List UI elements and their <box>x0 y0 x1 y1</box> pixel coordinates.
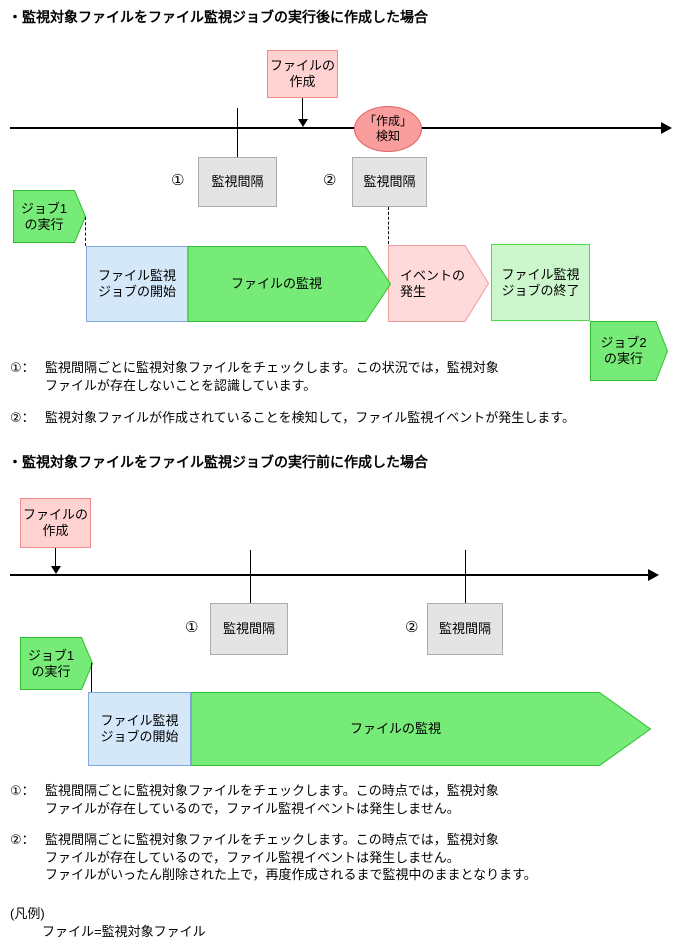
legend-title: (凡例) <box>10 906 45 921</box>
job2-run-arrow <box>590 321 669 381</box>
job1-run-arrow <box>13 190 87 243</box>
section-title-created-before: ・監視対象ファイルをファイル監視ジョブの実行前に作成した場合 <box>8 454 428 470</box>
job-start-box-2: ファイル監視 ジョブの開始 <box>88 692 191 766</box>
job1-run-arrow-2 <box>20 637 94 690</box>
event-occurs-arrow <box>388 245 490 322</box>
note-before-2: ②： 監視間隔ごとに監視対象ファイルをチェックします。この時点では，監視対象 フ… <box>10 832 537 882</box>
timeline-1-tick <box>237 108 238 157</box>
step-2-marker: ② <box>323 172 337 189</box>
timeline-2-tick-2 <box>465 550 466 603</box>
legend-entry: ファイル=監視対象ファイル <box>42 924 206 939</box>
section-title-created-after: ・監視対象ファイルをファイル監視ジョブの実行後に作成した場合 <box>8 9 428 25</box>
file-monitoring-arrow <box>188 246 392 322</box>
file-create-connector <box>302 98 303 119</box>
note-before-1: ①： 監視間隔ごとに監視対象ファイルをチェックします。この時点では，監視対象 フ… <box>10 783 499 816</box>
note-after-1: ①： 監視間隔ごとに監視対象ファイルをチェックします。この状況では，監視対象 フ… <box>10 360 499 393</box>
job1-start-connector-2 <box>91 663 92 692</box>
timeline-2-tick-1 <box>250 550 251 603</box>
job-start-box: ファイル監視 ジョブの開始 <box>86 246 188 322</box>
step-1-marker-2: ① <box>185 619 199 636</box>
timeline-1 <box>10 127 662 129</box>
interval-box-1: 監視間隔 <box>198 157 277 207</box>
job1-run-label: ジョブ1 の実行 <box>20 200 68 232</box>
job1-start-dashed-line <box>85 217 86 246</box>
job-end-box: ファイル監視 ジョブの終了 <box>491 244 590 321</box>
step-2-marker-2: ② <box>405 619 419 636</box>
file-create-connector-2 <box>55 548 56 566</box>
interval-box-2: 監視間隔 <box>352 157 427 207</box>
file-create-arrowhead-icon <box>298 119 308 127</box>
job1-run-label-2: ジョブ1 の実行 <box>27 647 75 679</box>
interval-box-2-1: 監視間隔 <box>210 603 288 655</box>
file-create-arrowhead-2-icon <box>51 566 61 574</box>
create-detected-ellipse: 「作成」 検知 <box>354 106 422 152</box>
note-after-2: ②： 監視対象ファイルが作成されていることを検知して，ファイル監視イベントが発生… <box>10 410 576 425</box>
step-1-marker: ① <box>171 172 185 189</box>
file-monitoring-label: ファイルの監視 <box>230 276 322 291</box>
timeline-2-arrowhead-icon <box>648 569 659 581</box>
file-monitoring-arrow-2 <box>191 692 652 766</box>
timeline-2 <box>10 574 649 576</box>
job2-run-label: ジョブ2 の実行 <box>600 335 647 366</box>
event-occurs-label: イベントの 発生 <box>400 267 466 299</box>
timeline-1-arrowhead-icon <box>661 122 672 134</box>
file-monitoring-label-2: ファイルの監視 <box>349 721 441 736</box>
file-create-box-2: ファイルの 作成 <box>20 498 91 548</box>
interval-event-dashed-line <box>388 207 389 244</box>
interval-box-2-2: 監視間隔 <box>427 603 503 655</box>
file-create-box: ファイルの 作成 <box>267 50 338 98</box>
